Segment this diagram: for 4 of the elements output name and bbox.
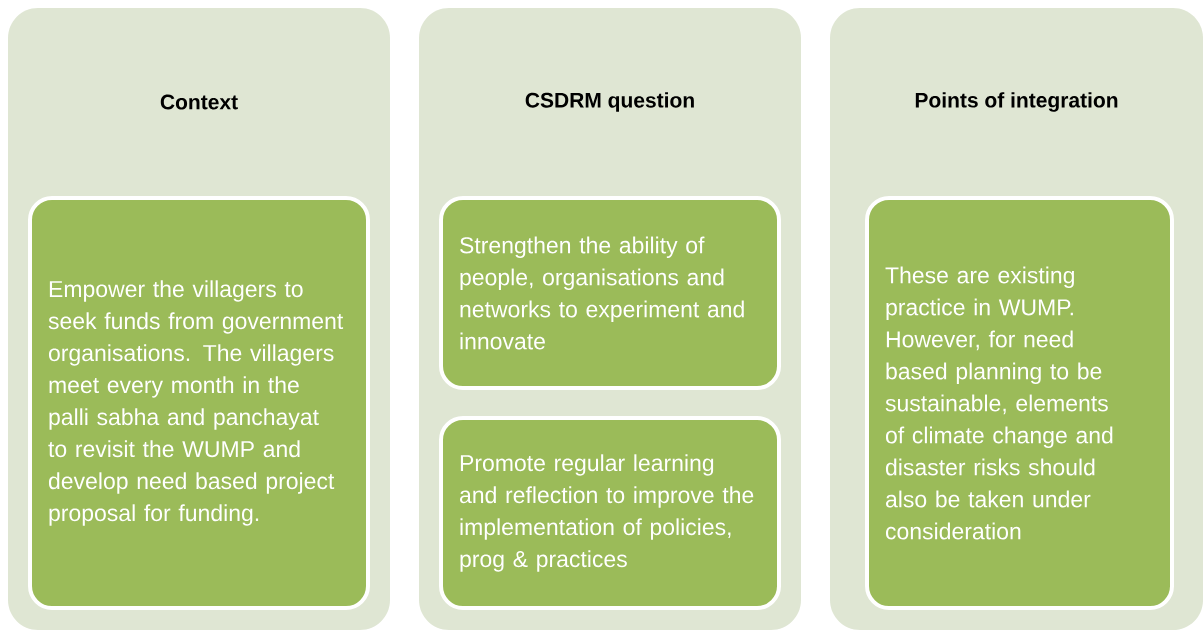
text-box: These are existing practice in WUMP. However, for need based planning to be sustainable, elements of climate change and disaster risks should also be taken under consideration (865, 196, 1174, 610)
text-box: Strengthen the ability of people, organisations and networks to experiment and innovate (439, 196, 781, 390)
text-box: Promote regular learning and reflection to improve the implementation of policies, prog & practices (439, 416, 781, 610)
text-box: Empower the villagers to seek funds from government organisations. The villagers meet every month in the palli sabha and panchayat to revisit the WUMP and develop need based project proposal for funding. (28, 196, 370, 610)
